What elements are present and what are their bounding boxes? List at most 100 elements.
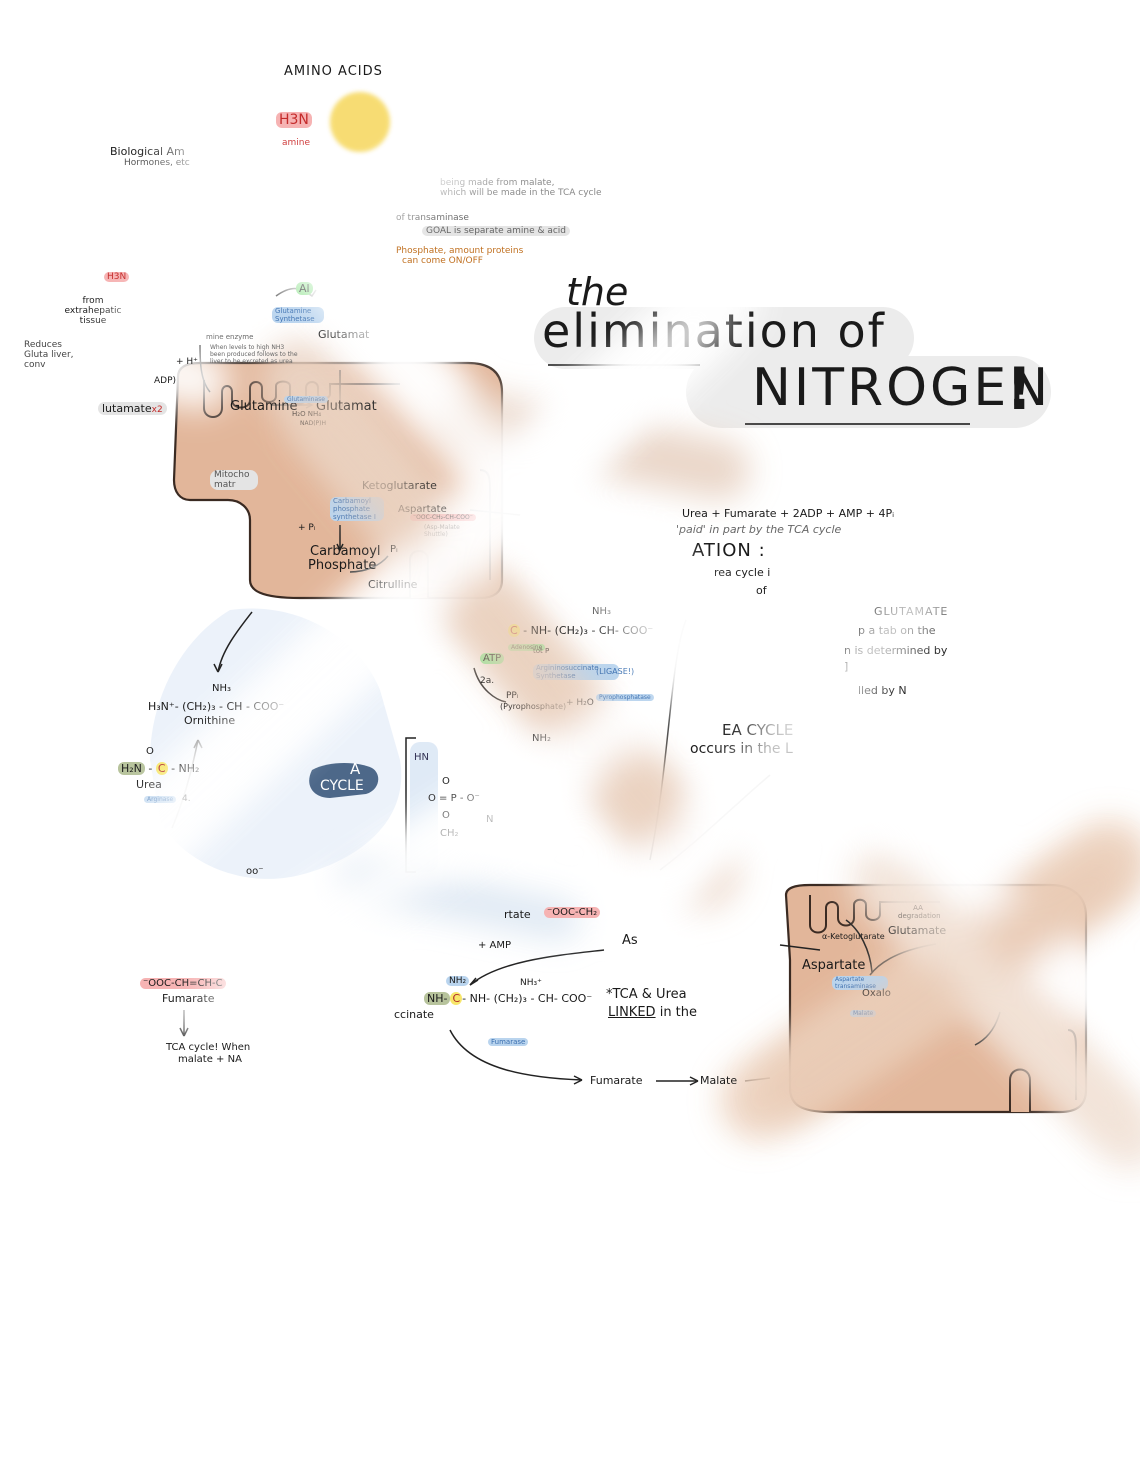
atp-label: ATP [480,653,505,664]
citrulline-label: Citrulline [368,578,418,591]
urea-dash-2: - [167,762,179,775]
note-made-malate: being made from malate, [440,178,555,188]
center-c: C [508,624,520,637]
title-line-1: elimination of [542,304,886,358]
step-2a: 2a. [480,676,495,686]
cycle-label-1: A [350,760,361,778]
title-exclaim: ! [1006,355,1033,423]
carbamoyl-label: Carbamoyl [310,544,381,559]
oxalo-label: Oxalo [862,988,891,999]
bottom-nh3plus: NH₃⁺ [520,978,542,988]
reg-line-2: of [756,584,767,597]
pi-small: + Pᵢ [298,523,316,533]
glutaminase-label: Glutaminase [284,396,328,403]
amp-label: + AMP [478,940,512,951]
al-label: Al [296,282,313,295]
h3n-small: H3N [104,272,130,282]
levels-note: When levels to high NH3 been produced fo… [210,344,298,365]
tca-linked-rest: in the [659,1005,698,1020]
amine-label: amine [282,138,311,148]
aa-degradation: AA degradation [898,904,941,920]
center-nh3: NH₃ [592,606,612,617]
h2o-label: + H₂O [566,698,594,708]
aspartate-formula: ⁻OOC-CH₂-CH-COO⁻ [410,514,476,521]
mito2-ketoglutarate: α-Ketoglutarate [822,932,885,941]
hormones-note: Hormones, etc [124,158,190,168]
note-transaminase: of transaminase [396,213,469,223]
glutamate-x2: lutamatex2 [98,402,167,415]
tca-linked-word: LINKED [608,1005,656,1020]
reg-determined: n is determined by [844,644,948,657]
reg-line-1: rea cycle i [714,566,771,579]
malate-label: Malate [700,1074,738,1087]
bottom-chain: - NH- (CH₂)₃ - CH- COO⁻ [462,992,593,1005]
title-line-2: NITROGEN [752,358,1052,418]
carbamoyl-synthetase: Carbamoyl phosphate synthetase I [330,497,384,521]
phos-n: N [486,814,494,825]
pyrophosphatase-label: Pyrophosphatase [596,694,654,701]
asp-malate-note: (Asp-Malate Shuttle) [424,524,460,538]
hn-label: HN [414,752,429,763]
fumarate-formula: ⁻OOC-CH=CH-C [140,978,226,989]
reg-controlled: lled by N [858,684,907,697]
bottom-asp-formula: ⁻OOC-CH₂ [544,907,601,918]
note-extrahepatic: from extrahepatic tissue [64,296,122,326]
bottom-c: C [450,992,463,1005]
fumarate-label: Fumarate [162,992,215,1005]
bottom-formula: NH-C- NH- (CH₂)₃ - CH- COO⁻ [424,992,592,1005]
note-phosphate: Phosphate, amount proteins [396,246,524,256]
equation-line-2: 'paid' in part by the TCA cycle [676,523,842,536]
urea-o: O [146,746,154,757]
phosphate-label: Phosphate [308,558,377,573]
nadph-label: NAD(P)H [300,420,327,427]
center-formula-rest: - NH- (CH₂)₃ - CH- COO⁻ [519,624,654,637]
glutamine-synthetase: Glutamine Synthetase [272,307,324,323]
h-plus: + H⁺ [176,357,198,367]
mitochondrial-matrix: Mitocho matr [210,470,258,490]
succinate-label: ccinate [394,1008,434,1021]
equation-line-1: Urea + Fumarate + 2ADP + AMP + 4Pᵢ [682,507,895,520]
h3n-label: H3N [276,112,312,128]
fumarate-2: Fumarate [590,1074,643,1087]
phos-ch2: CH₂ [440,828,459,839]
asp-short: As [622,933,638,948]
yellow-blob [330,92,390,152]
h2o-nh4: H₂O NH₄ [292,410,322,418]
tca-linked-1: *TCA & Urea [606,987,687,1002]
tca-linked-2: LINKED in the [608,1005,697,1020]
ligase-label: (LIGASE!) [596,667,635,676]
adp-note: ADP) [154,376,177,386]
tot-p: tot P [533,647,550,655]
note-onoff: can come ON/OFF [402,256,483,266]
ornithine-nh3: NH₃ [212,683,232,694]
center-nh2: NH₂ [532,733,552,744]
title-highlight-2 [686,356,1051,428]
arginase-label: Arginase [144,796,177,803]
reg-bracket: ] [844,660,849,673]
bottom-aspartate: rtate [504,908,531,921]
x2-label: x2 [151,405,163,415]
center-formula: C - NH- (CH₂)₃ - CH- COO⁻ [508,624,653,637]
note-goal: GOAL is separate amine & acid [422,226,571,236]
glutamate-caps: GLUTAMATE [874,605,949,618]
ppi-label: PPᵢ [506,691,519,701]
reg-tab: p a tab on the [858,624,936,637]
bottom-nh2: NH₂ [446,976,470,986]
enzyme-note: mine enzyme [206,333,254,341]
cycle-coo: oo⁻ [246,866,264,877]
biological-amines: Biological Am [110,145,185,158]
bottom-nh: NH- [424,992,451,1005]
note-tca: which will be made in the TCA cycle [440,188,602,198]
note-reduces: Reduces Gluta liver, conv [24,340,74,370]
phos-p: O = P - O⁻ [428,793,480,804]
mito2-aspartate: Aspartate [802,958,866,973]
urea-nh2: NH₂ [178,762,200,775]
urea-cycle-heading: EA CYCLE [722,721,794,739]
urea-label: Urea [136,778,162,791]
urea-dash-1: - [144,762,156,775]
regulation-heading: ATION : [692,540,766,561]
ornithine-label: Ornithine [184,714,236,727]
urea-c: C [155,762,168,775]
malate-dh: Malate [850,1010,877,1017]
pyrophosphate-label: (Pyrophosphate) [500,702,567,711]
